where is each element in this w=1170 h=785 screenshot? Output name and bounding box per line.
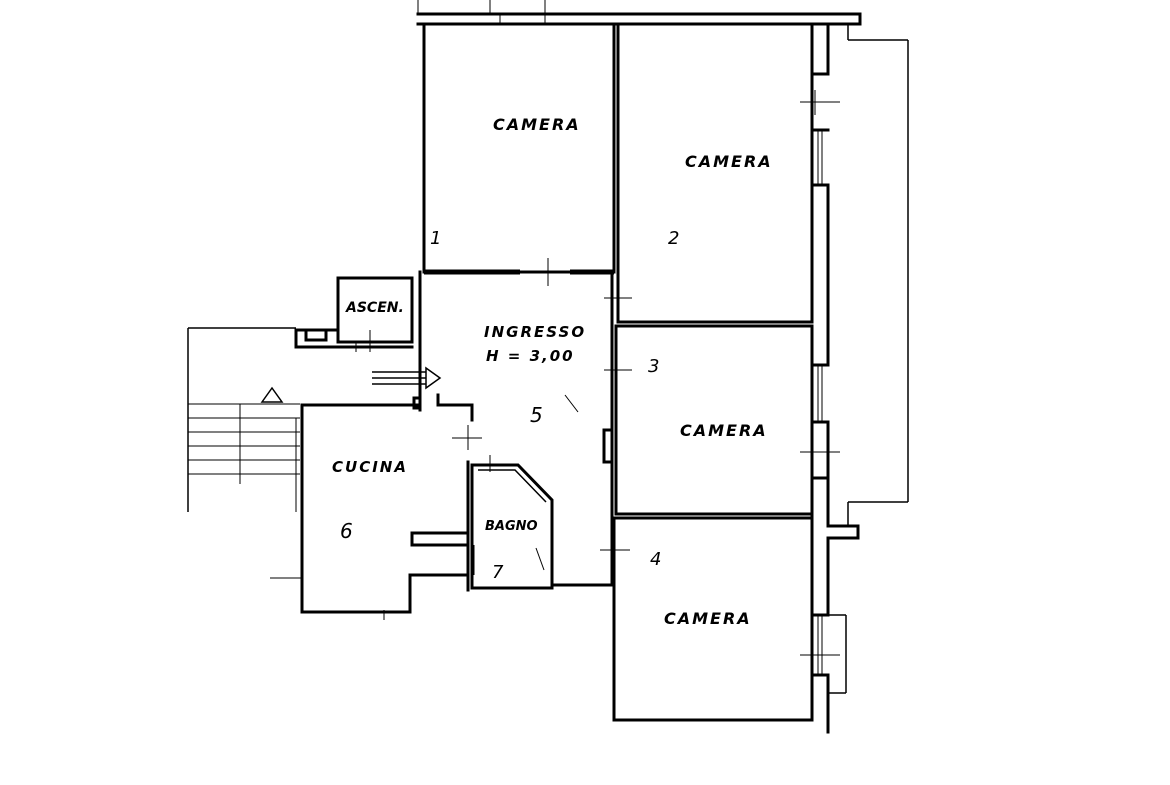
label-camera-top-left: CAMERA [493,115,581,134]
label-cucina: CUCINA [332,458,408,476]
interior-walls [187,22,840,722]
label-ceiling-height: H = 3,00 [486,347,575,365]
mark-6: 6 [340,519,353,543]
label-bagno: BAGNO [485,519,538,534]
label-camera-bottom-right: CAMERA [664,609,752,628]
outer-walls [416,0,909,734]
mark-4: 4 [650,549,661,570]
mark-7: 7 [492,562,504,583]
mark-2: 2 [668,228,679,249]
mark-3: 3 [648,356,659,377]
label-ingresso: INGRESSO [484,323,586,341]
label-camera-top-right: CAMERA [685,152,773,171]
label-ascensore: ASCEN. [345,300,404,316]
mark-5: 5 [530,403,543,427]
label-camera-middle-right: CAMERA [680,421,768,440]
mark-1: 1 [430,228,441,249]
